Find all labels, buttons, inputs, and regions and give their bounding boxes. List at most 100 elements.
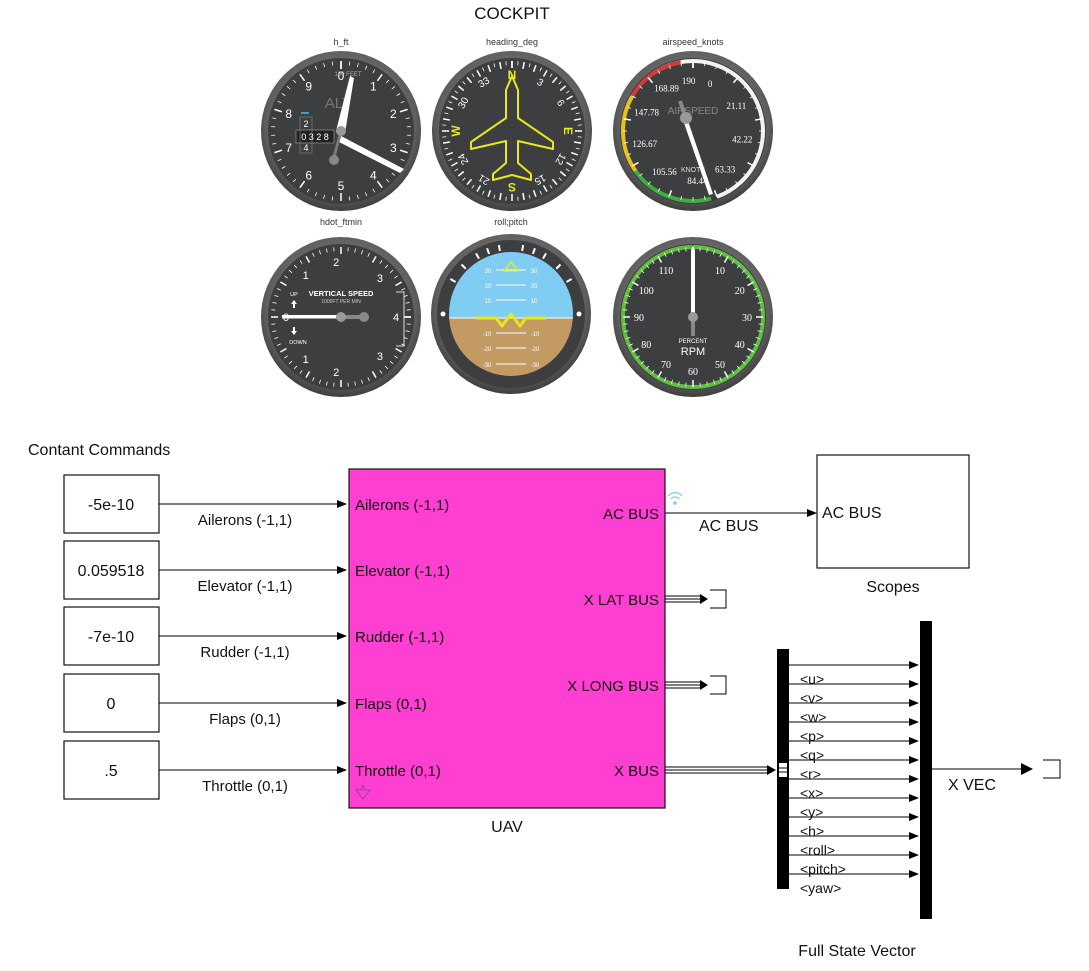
vsi-tick (284, 355, 288, 359)
rpm-tick (706, 248, 708, 253)
uav-block[interactable]: Ailerons (-1,1)Elevator (-1,1)Rudder (-1… (348, 468, 683, 836)
vsi-tick (280, 347, 287, 353)
heading-tick (559, 170, 567, 177)
heading-cardinal: W (449, 125, 463, 137)
airspeed-tick (657, 70, 661, 75)
heading-tick (575, 147, 580, 150)
altimeter-tick (299, 73, 306, 82)
uav-output-port: X LAT BUS (584, 592, 659, 609)
altimeter-tick (277, 100, 282, 104)
vertical-speed-indicator[interactable]: hdot_ftmin 01234321 VERTICAL SPEED 1000F… (261, 217, 421, 397)
rpm-numeral: 60 (688, 367, 698, 378)
altimeter-drum-bottom: 4 (303, 143, 308, 153)
altimeter-tick (364, 65, 368, 70)
airspeed-tick (632, 95, 637, 99)
airspeed-indicator[interactable]: airspeed_knots 021.1142.2263.3384.44105.… (613, 37, 773, 211)
rpm-tick (640, 269, 645, 274)
uav-input-port: Throttle (0,1) (355, 763, 441, 780)
heading-tick (471, 184, 475, 189)
altimeter-short-needle (336, 76, 354, 133)
roll-tick (565, 278, 573, 283)
x-lat-bus-terminator[interactable] (665, 589, 727, 609)
airspeed-tick-label: 105.56 (652, 167, 677, 177)
pitch-label: 10 (531, 299, 538, 305)
vsi-tick (361, 250, 364, 255)
state-vector-name: Full State Vector (798, 943, 916, 960)
constant-block[interactable]: 0 (63, 673, 160, 733)
heading-tick (551, 178, 558, 186)
heading-tick (471, 73, 475, 78)
vsi-tick (379, 260, 383, 264)
heading-tick (549, 73, 553, 78)
vsi-numeral: 2 (333, 257, 339, 269)
bus-selector-block[interactable] (777, 649, 789, 889)
roll-tick (497, 244, 501, 252)
state-signal-label: <roll> (800, 842, 835, 858)
heading-tick (542, 70, 548, 77)
rpm-tick (628, 343, 633, 346)
vsi-tick (305, 371, 311, 378)
pitch-label: 20 (531, 284, 538, 290)
vsi-tick (384, 365, 389, 370)
constant-block[interactable]: -5e-10 (63, 474, 160, 534)
airspeed-yellow-arc (621, 95, 638, 173)
altimeter-tick (331, 61, 334, 66)
heading-cardinal: S (508, 180, 516, 194)
constant-block[interactable]: .5 (63, 740, 160, 800)
scopes-block[interactable]: AC BUS Scopes (816, 454, 970, 596)
airspeed-tick (623, 142, 629, 144)
airspeed-tick (757, 142, 763, 144)
vsi-numeral: 1 (303, 354, 309, 366)
x-vec-terminator[interactable] (1043, 759, 1061, 779)
constant-block[interactable]: 0.059518 (63, 540, 160, 600)
airspeed-tick (725, 70, 729, 75)
altimeter-drum-top: 2 (303, 119, 308, 129)
state-signal-label: <p> (800, 728, 824, 744)
roll-tick (531, 247, 536, 255)
roll-tick (486, 247, 491, 255)
altimeter-tick (281, 93, 286, 96)
altimeter-tick (400, 158, 405, 162)
mux-block[interactable] (920, 621, 932, 919)
airspeed-label: airspeed_knots (662, 37, 724, 47)
rpm-tick (651, 370, 655, 374)
vsi-tick (293, 264, 298, 269)
vsi-tick (326, 381, 328, 386)
altimeter-tick (400, 100, 405, 104)
altimeter-tick (292, 178, 297, 183)
rpm-tick (640, 360, 645, 365)
airspeed-tick-label: 63.33 (715, 164, 736, 174)
rpm-tick (741, 269, 746, 274)
vsi-tick (272, 302, 277, 304)
airspeed-tick-label: 0 (708, 79, 713, 89)
airspeed-tick (623, 118, 632, 121)
roll-tick (521, 244, 525, 252)
uav-link-icon (354, 785, 372, 800)
vsi-tick (274, 294, 279, 297)
airspeed-tick (680, 195, 682, 201)
rpm-tick (746, 275, 750, 279)
vsi-tick (312, 252, 315, 257)
heading-tick (476, 185, 482, 192)
vsi-tick (284, 275, 288, 279)
rpm-numeral: 10 (715, 266, 725, 277)
constant-block[interactable]: -7e-10 (63, 606, 160, 666)
vsi-needle (282, 315, 342, 319)
constant-block-frame (63, 673, 160, 733)
heading-tick (482, 67, 485, 72)
state-signal-label: <u> (800, 671, 824, 687)
rpm-tick (664, 252, 667, 257)
altimeter-tick (405, 117, 410, 120)
vsi-tick (395, 347, 402, 353)
state-signal-label: <h> (800, 823, 824, 839)
x-long-bus-terminator[interactable] (665, 675, 727, 695)
heading-tick (558, 177, 562, 181)
airspeed-tick-label: 168.89 (654, 84, 679, 94)
heading-tick (573, 118, 582, 121)
heading-tick (542, 185, 548, 192)
